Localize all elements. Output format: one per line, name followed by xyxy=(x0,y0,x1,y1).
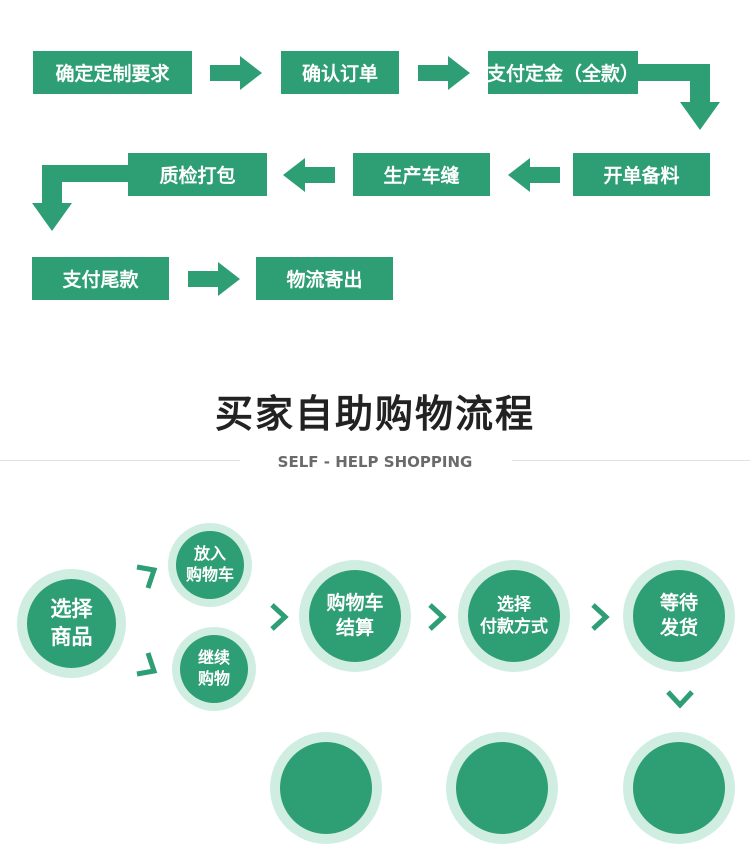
circle-add-to-cart: 放入 购物车 xyxy=(176,531,244,599)
circle-payment-method: 选择 付款方式 xyxy=(468,570,560,662)
circle-label-line: 结算 xyxy=(335,617,374,639)
step-box-requirements: 确定定制要求 xyxy=(33,51,192,94)
circle-await-shipment: 等待 发货 xyxy=(633,570,725,662)
circle-label-line: 选择 xyxy=(497,594,531,615)
chevron-right-icon xyxy=(591,603,610,631)
circle-label-line: 放入 xyxy=(193,544,226,564)
circle-label-line: 继续 xyxy=(197,648,230,668)
arrow-right-icon xyxy=(418,56,470,90)
step-box-materials: 开单备料 xyxy=(573,153,710,196)
circle-label-line: 付款方式 xyxy=(480,617,548,637)
circle-label-line: 商品 xyxy=(50,624,93,649)
divider-right xyxy=(512,460,750,461)
chevron-down-right-icon xyxy=(136,652,158,677)
chevron-right-icon xyxy=(270,603,289,631)
chevron-right-icon xyxy=(428,603,447,631)
section-title: 买家自助购物流程 xyxy=(214,392,535,436)
step-box-qc-pack: 质检打包 xyxy=(128,153,267,196)
circle-cart-checkout: 购物车 结算 xyxy=(309,570,401,662)
arrow-left-icon xyxy=(508,158,560,192)
step-box-balance: 支付尾款 xyxy=(32,257,169,300)
circle-label-line: 选择 xyxy=(50,597,93,622)
arrow-left-icon xyxy=(283,158,335,192)
step-box-confirm-order: 确认订单 xyxy=(281,51,399,94)
step-box-deposit: 支付定金（全款） xyxy=(487,51,639,94)
step-box-production: 生产车缝 xyxy=(353,153,490,196)
section-subtitle: SELF - HELP SHOPPING xyxy=(277,453,473,471)
circle-label-line: 等待 xyxy=(659,592,698,615)
circle-label-line: 购物车 xyxy=(185,565,234,584)
arrow-right-icon xyxy=(188,262,240,296)
circle-partial xyxy=(456,742,548,834)
arrow-right-icon xyxy=(210,56,262,90)
circle-label-line: 购物 xyxy=(197,669,230,688)
circle-select-products: 选择 商品 xyxy=(27,579,116,668)
chevron-up-right-icon xyxy=(136,564,158,589)
circle-continue-shopping: 继续 购物 xyxy=(180,635,248,703)
divider-left xyxy=(0,460,240,461)
arrow-bend-down-icon xyxy=(32,165,130,231)
circle-partial xyxy=(633,742,725,834)
circle-partial xyxy=(280,742,372,834)
step-box-shipping: 物流寄出 xyxy=(256,257,393,300)
circle-label-line: 购物车 xyxy=(326,592,384,615)
arrow-bend-down-icon xyxy=(636,64,720,130)
circle-label-line: 发货 xyxy=(659,617,698,639)
chevron-down-icon xyxy=(666,690,694,709)
